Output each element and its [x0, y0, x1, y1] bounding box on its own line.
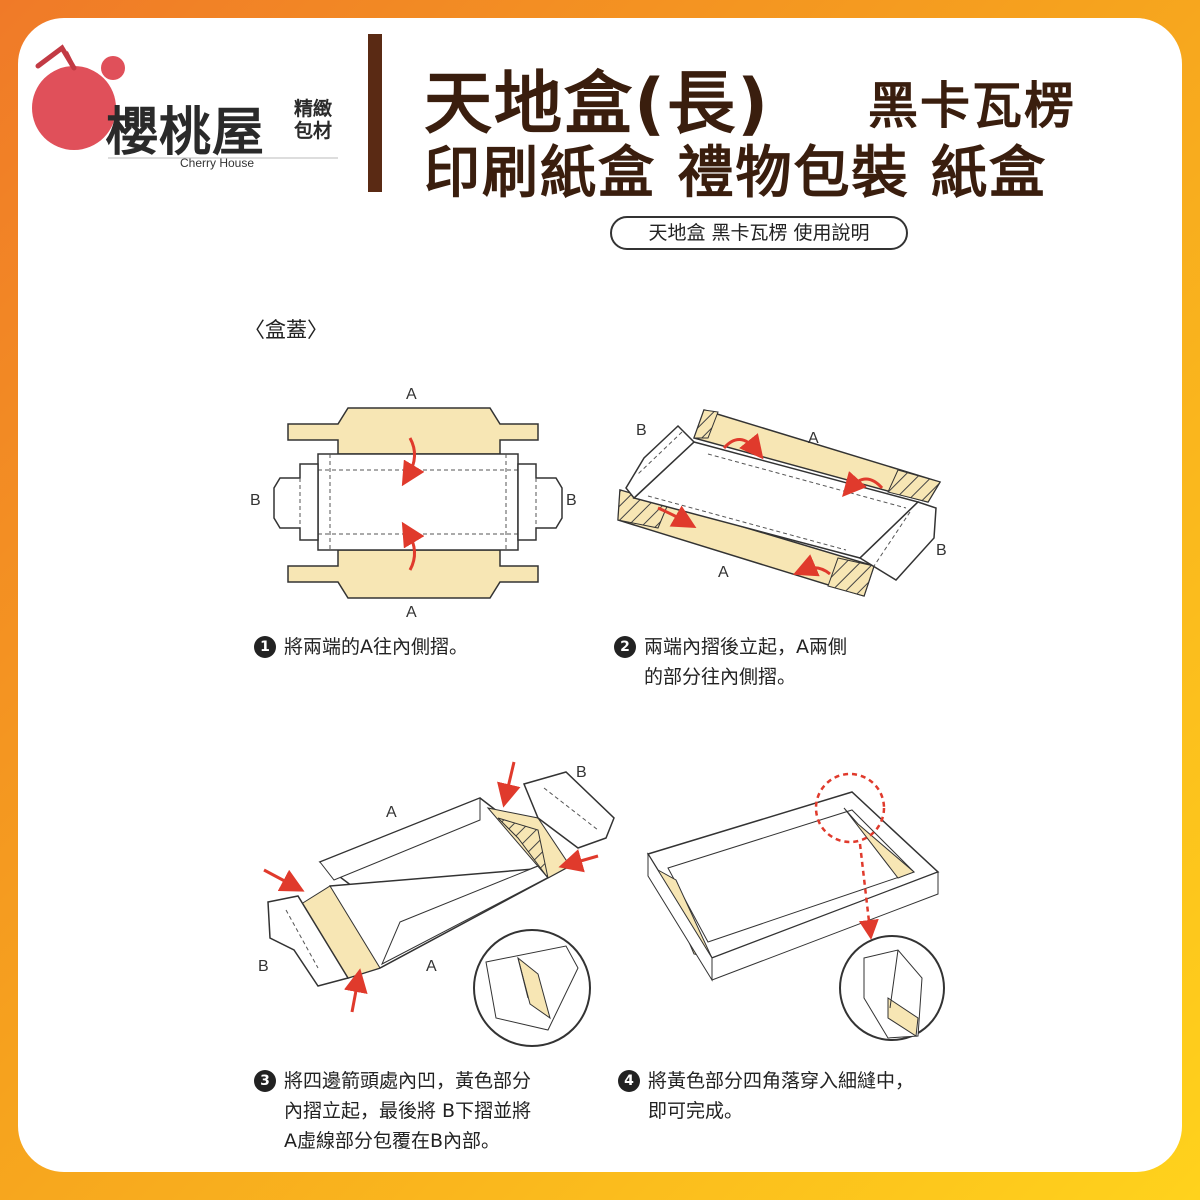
- step-2-caption: 2 兩端內摺後立起，A兩側 的部分往內側摺。: [614, 632, 847, 692]
- step-3-caption: 3 將四邊箭頭處內凹，黃色部分 內摺立起，最後將 B下摺並將 A虛線部分包覆在B內…: [254, 1066, 531, 1156]
- step-3-line1: 將四邊箭頭處內凹，黃色部分: [284, 1070, 532, 1092]
- instruction-pill: 天地盒 黑卡瓦楞 使用說明: [610, 216, 908, 250]
- label-b-left-1: B: [250, 492, 261, 509]
- content-card: 櫻桃屋 精緻 包材 Cherry House 天地盒(長) 黑卡瓦楞 印刷紙盒 …: [18, 18, 1182, 1172]
- brand-sub-line1: 精緻: [294, 98, 333, 120]
- step-4-line2: 即可完成。: [648, 1100, 744, 1122]
- page-title: 天地盒(長): [424, 65, 771, 144]
- step-2-line1: 兩端內摺後立起，A兩側: [644, 636, 847, 658]
- step1-diagram: [273, 407, 563, 599]
- brand-sub-line2: 包材: [294, 120, 333, 142]
- section-label: 〈盒蓋〉: [244, 318, 328, 342]
- step-2-line2: 的部分往內側摺。: [644, 666, 797, 688]
- folding-diagrams: [263, 407, 945, 1047]
- step-3-number: 3: [254, 1070, 276, 1092]
- step-2-number: 2: [614, 636, 636, 658]
- label-a-bottom-1: A: [406, 604, 417, 621]
- step-4-caption: 4 將黃色部分四角落穿入細縫中， 即可完成。: [618, 1066, 914, 1126]
- step-4-line1: 將黃色部分四角落穿入細縫中，: [648, 1070, 915, 1092]
- brand-logo: 櫻桃屋 精緻 包材 Cherry House: [18, 18, 378, 208]
- page-title-material: 黑卡瓦楞: [868, 77, 1076, 135]
- label-b-right-1: B: [566, 492, 577, 509]
- label-a-3a: A: [386, 804, 397, 821]
- label-b-3a: B: [576, 764, 587, 781]
- step2-diagram: [617, 409, 942, 597]
- label-a-3b: A: [426, 958, 437, 975]
- label-b-2a: B: [636, 422, 647, 439]
- cherry-icon: [32, 44, 338, 159]
- brand-english: Cherry House: [180, 156, 255, 170]
- title-divider: [368, 34, 382, 192]
- label-a-2b: A: [718, 564, 729, 581]
- step-3-line3: A虛線部分包覆在B內部。: [284, 1130, 501, 1152]
- label-a-top-1: A: [406, 386, 417, 403]
- label-b-3b: B: [258, 958, 269, 975]
- step-1-line1: 將兩端的A往內側摺。: [284, 636, 468, 658]
- step-4-number: 4: [618, 1070, 640, 1092]
- step-1-caption: 1 將兩端的A往內側摺。: [254, 632, 468, 662]
- step4-diagram: [646, 772, 945, 1041]
- page-subtitle: 印刷紙盒 禮物包裝 紙盒: [424, 141, 1047, 206]
- step-3-line2: 內摺立起，最後將 B下摺並將: [284, 1100, 532, 1122]
- step-1-number: 1: [254, 636, 276, 658]
- brand-name: 櫻桃屋: [106, 102, 266, 163]
- step3-diagram: [263, 761, 615, 1047]
- brand-sub: 精緻 包材: [294, 98, 342, 142]
- label-a-2a: A: [808, 430, 819, 447]
- label-b-2b: B: [936, 542, 947, 559]
